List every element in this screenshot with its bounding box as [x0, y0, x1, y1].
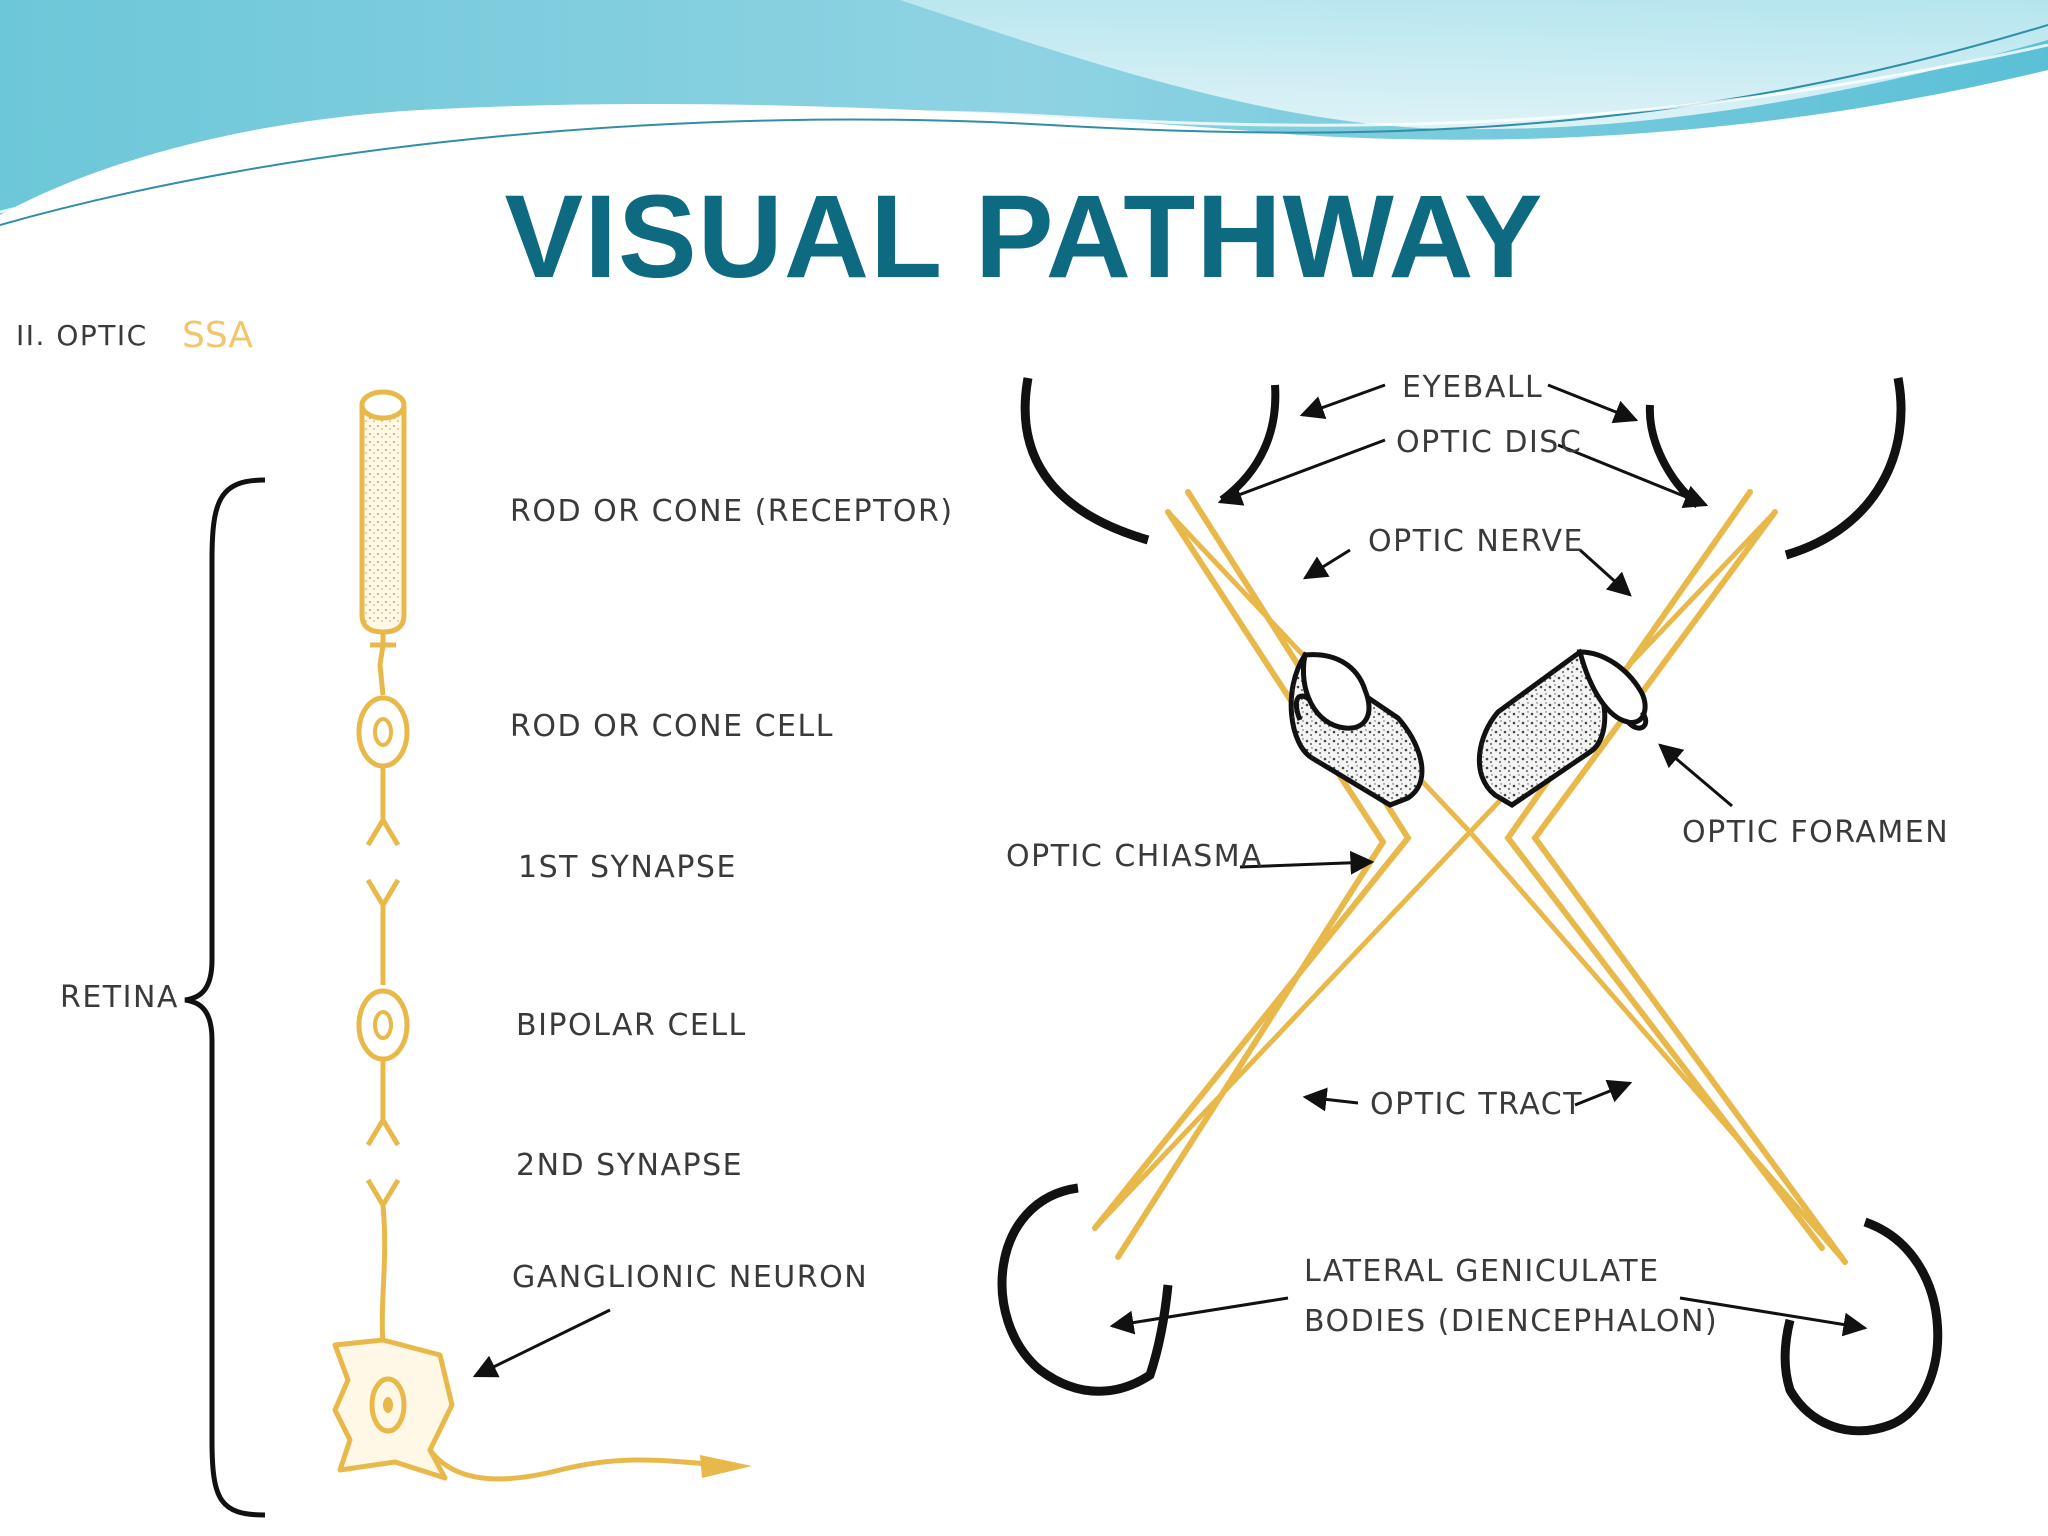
- ganglion-pointer: [472, 1308, 611, 1378]
- optic-tract-label: OPTIC TRACT: [1370, 1087, 1584, 1122]
- right-optic-foramen: [1476, 648, 1649, 808]
- right-eyeball-inner: [1645, 404, 1701, 509]
- left-eyeball: [1020, 377, 1150, 545]
- retina-brace: [184, 477, 266, 1518]
- banner-line: [0, 43, 2048, 214]
- optic-fibers: [1092, 489, 1848, 1265]
- rod-cone-cell-label: ROD OR CONE CELL: [510, 709, 834, 744]
- optic-foramen-label: OPTIC FORAMEN: [1682, 815, 1950, 850]
- left-optic-foramen: [1288, 651, 1425, 808]
- section-heading: II. OPTIC: [16, 322, 148, 350]
- retina-label: RETINA: [60, 980, 179, 1015]
- section-heading-text: II. OPTIC: [16, 319, 148, 352]
- ssa-tag: SSA: [182, 315, 253, 356]
- right-lgb: [1780, 1217, 1943, 1436]
- right-eyeball: [1784, 377, 1906, 560]
- optic-nerve-label: OPTIC NERVE: [1368, 524, 1584, 559]
- optic-chiasma-label: OPTIC CHIASMA: [1006, 839, 1264, 874]
- lgb-label-line2: BODIES (DIENCEPHALON): [1304, 1304, 1719, 1339]
- receptor-label: ROD OR CONE (RECEPTOR): [510, 494, 954, 529]
- neuron-chain: [356, 632, 410, 1346]
- first-synapse-label: 1ST SYNAPSE: [518, 850, 737, 885]
- bipolar-cell-label: BIPOLAR CELL: [516, 1008, 747, 1043]
- optic-disc-label: OPTIC DISC: [1396, 425, 1583, 460]
- pointer-arrows: [1109, 383, 1868, 1337]
- second-synapse-label: 2ND SYNAPSE: [516, 1148, 744, 1183]
- page-title: VISUAL PATHWAY: [504, 171, 1544, 303]
- ganglionic-neuron-label: GANGLIONIC NEURON: [512, 1260, 869, 1295]
- eyeball-label: EYEBALL: [1402, 370, 1544, 405]
- ganglion-cell: [332, 1337, 752, 1482]
- left-lgb: [997, 1183, 1173, 1396]
- lgb-label-line1: LATERAL GENICULATE: [1304, 1254, 1660, 1289]
